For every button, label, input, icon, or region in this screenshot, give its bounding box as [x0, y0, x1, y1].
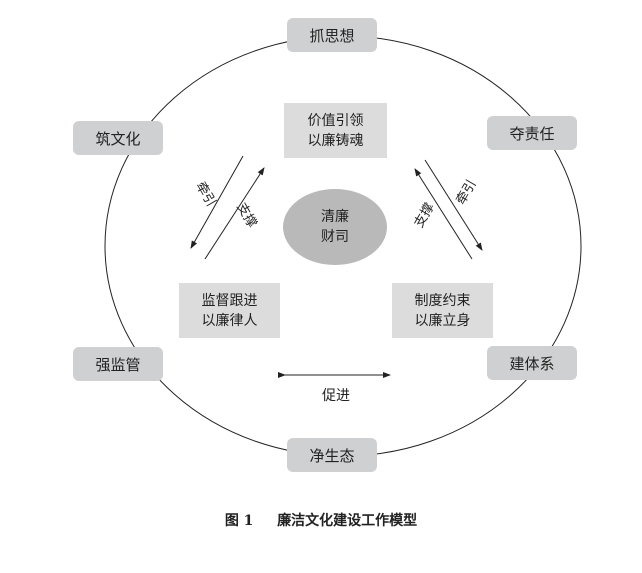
- promote-label: 促进: [322, 388, 350, 404]
- inner-top-line2: 以廉铸魂: [307, 132, 364, 149]
- figure-caption: 图 1 廉洁文化建设工作模型: [0, 510, 642, 530]
- inner-node-left: 监督跟进 以廉律人: [179, 283, 280, 338]
- node-upper-right: 夺责任: [487, 116, 577, 150]
- center-line1: 清廉: [321, 209, 349, 225]
- node-lower-right: 建体系: [487, 346, 577, 380]
- node-bottom: 净生态: [287, 438, 377, 472]
- right-lead-arrow: [424, 159, 483, 251]
- center-node: 清廉 财司: [283, 189, 387, 265]
- inner-top-line1: 价值引领: [307, 112, 364, 129]
- right-support-arrow: [414, 168, 473, 260]
- caption-title: 廉洁文化建设工作模型: [277, 513, 418, 529]
- inner-node-right: 制度约束 以廉立身: [392, 283, 493, 338]
- inner-left-line2: 以廉律人: [201, 312, 258, 329]
- left-lead-arrow: [190, 155, 244, 249]
- node-lower-left: 强监管: [73, 347, 163, 381]
- node-upper-left: 筑文化: [73, 121, 163, 155]
- inner-right-line1: 制度约束: [414, 292, 471, 309]
- node-top: 抓思想: [287, 18, 377, 52]
- caption-number: 图 1: [224, 513, 254, 529]
- left-support-arrow: [204, 167, 265, 260]
- inner-left-line1: 监督跟进: [201, 292, 258, 309]
- inner-right-line2: 以廉立身: [414, 312, 471, 329]
- inner-node-top: 价值引领 以廉铸魂: [284, 103, 387, 158]
- center-line2: 财司: [321, 229, 349, 245]
